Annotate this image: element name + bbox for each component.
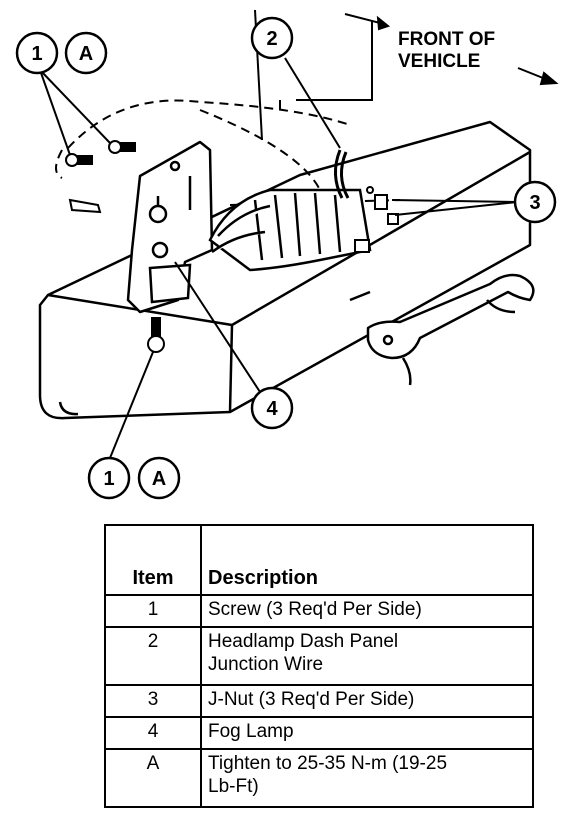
table-row: 1 Screw (3 Req'd Per Side)	[104, 594, 534, 628]
description-cell: Screw (3 Req'd Per Side)	[200, 594, 534, 628]
callout-1-bottom: 1	[87, 456, 131, 500]
screw-bottom	[147, 317, 165, 353]
description-cell: Tighten to 25-35 N-m (19-25 Lb-Ft)	[200, 748, 534, 808]
callout-3: 3	[513, 180, 557, 224]
item-cell: 4	[104, 716, 202, 750]
callout-a-top-label: A	[79, 43, 93, 65]
description-line: Headlamp Dash Panel	[208, 631, 399, 652]
screw-top-1	[65, 153, 93, 167]
table-row: 4 Fog Lamp	[104, 716, 534, 750]
front-of-vehicle-line2: VEHICLE	[398, 51, 480, 72]
callout-a-bottom: A	[137, 456, 181, 500]
item-cell: 1	[104, 594, 202, 628]
parts-legend-table: Item Description 1 Screw (3 Req'd Per Si…	[104, 524, 534, 808]
screw-left	[68, 198, 102, 214]
j-nut-bracket	[354, 186, 399, 253]
description-line: Tighten to 25-35 N-m (19-25	[208, 753, 448, 774]
callout-2: 2	[250, 16, 294, 60]
screw-top-2	[108, 140, 136, 154]
junction-wire	[334, 149, 350, 199]
front-of-vehicle-line1: FRONT OF	[398, 29, 495, 50]
item-cell: 2	[104, 626, 202, 686]
description-cell: Headlamp Dash Panel Junction Wire	[200, 626, 534, 686]
description-line: Lb-Ft)	[208, 776, 259, 797]
table-header-row: Item Description	[104, 524, 534, 596]
item-column-header: Item	[104, 524, 202, 596]
description-column-header: Description	[200, 524, 534, 596]
front-of-vehicle-label: FRONT OF VEHICLE	[398, 29, 495, 72]
front-direction-arrow	[344, 13, 559, 86]
callout-1-bottom-label: 1	[103, 468, 114, 490]
fog-lamp-assembly	[148, 188, 372, 304]
table-row: 2 Headlamp Dash Panel Junction Wire	[104, 626, 534, 686]
bumper-bracket-body	[38, 120, 532, 420]
fog-lamp-installation-diagram: FRONT OF VEHICLE	[15, 9, 559, 500]
callout-1-top-label: 1	[31, 43, 42, 65]
table-row: A Tighten to 25-35 N-m (19-25 Lb-Ft)	[104, 748, 534, 808]
description-cell: J-Nut (3 Req'd Per Side)	[200, 684, 534, 718]
callout-a-bottom-label: A	[152, 468, 166, 490]
callout-3-label: 3	[529, 192, 540, 214]
hook-bracket	[366, 273, 535, 386]
table-row: 3 J-Nut (3 Req'd Per Side)	[104, 684, 534, 718]
description-line: Junction Wire	[208, 654, 324, 675]
callout-2-label: 2	[266, 28, 277, 50]
callout-1-top: 1	[15, 31, 59, 75]
description-cell: Fog Lamp	[200, 716, 534, 750]
item-cell: A	[104, 748, 202, 808]
item-cell: 3	[104, 684, 202, 718]
leader-lines	[39, 57, 518, 459]
callout-4-label: 4	[266, 398, 278, 420]
callout-4: 4	[250, 386, 294, 430]
callout-a-top: A	[64, 31, 108, 75]
